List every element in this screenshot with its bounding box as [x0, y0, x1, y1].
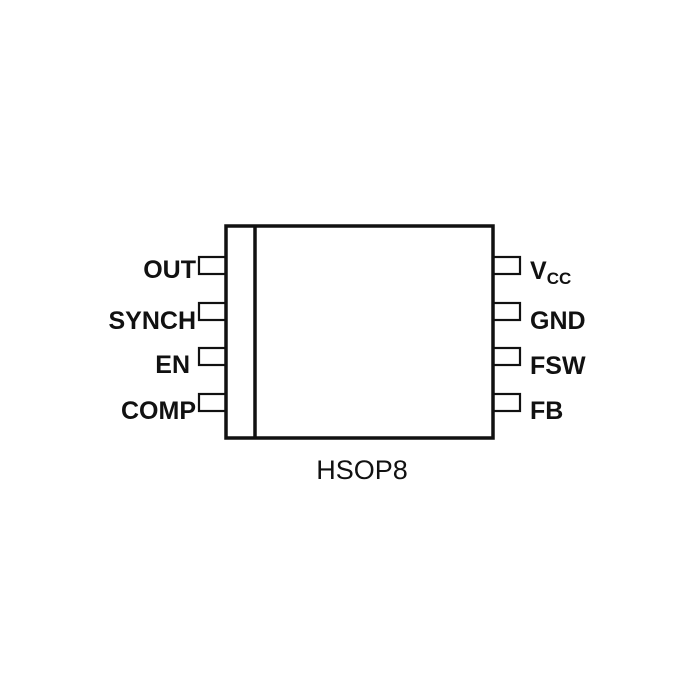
pin-label-gnd: GND — [530, 307, 586, 335]
pin-box-left-3 — [197, 346, 228, 367]
pin-box-left-1 — [197, 255, 228, 276]
package-name: HSOP8 — [316, 455, 408, 485]
pin-label-fb: FB — [530, 397, 563, 425]
pin-box-right-3 — [491, 346, 522, 367]
pin-box-left-2 — [197, 301, 228, 322]
pin-box-right-4 — [491, 392, 522, 413]
pin-label-en: EN — [155, 351, 190, 379]
pin-label-vcc: VCC — [530, 257, 571, 288]
pin-label-comp: COMP — [121, 397, 196, 425]
pin-label-synch: SYNCH — [108, 307, 196, 335]
pin-label-vcc-subscript: CC — [547, 269, 572, 288]
pin-label-fsw: FSW — [530, 352, 586, 380]
ic-body — [224, 224, 495, 440]
pin-label-out: OUT — [143, 256, 196, 284]
pin-box-left-4 — [197, 392, 228, 413]
pin-box-right-2 — [491, 301, 522, 322]
pin-label-vcc-main: V — [530, 257, 547, 285]
pin-box-right-1 — [491, 255, 522, 276]
